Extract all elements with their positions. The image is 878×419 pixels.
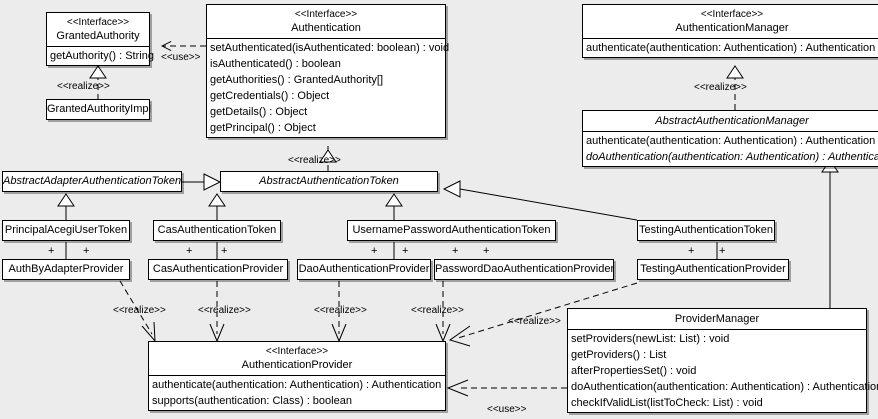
assoc-plus-marker: + — [452, 245, 459, 257]
edge-principalacegiusertoken-extends-abstractadapter — [57, 193, 75, 220]
assoc-plus-marker: + — [719, 245, 726, 257]
class-box-authentication-manager[interactable]: <<Interface>> AuthenticationManager auth… — [582, 4, 878, 58]
operation-row: checkIfValidList(listToCheck: List) : vo… — [571, 397, 763, 409]
operation-row: authenticate(authentication: Authenticat… — [586, 135, 876, 147]
stereotype-label: <<Interface>> — [294, 9, 358, 20]
class-box-username-password-authentication-token[interactable]: UsernamePasswordAuthenticationToken — [347, 220, 556, 241]
class-header-authentication-provider: <<Interface>> AuthenticationProvider — [149, 342, 445, 376]
class-header-granted-authority: <<Interface>> GrantedAuthority — [47, 13, 149, 47]
class-box-cas-authentication-token[interactable]: CasAuthenticationToken — [153, 220, 281, 241]
edge-label-use-granted-authority: <<use>> — [161, 52, 201, 63]
operation-row: getDetails() : Object — [210, 106, 308, 118]
operation-row: getAuthorities() : GrantedAuthority[] — [210, 74, 384, 86]
edge-testingauthenticationtoken-extends-abstractauthenticationtoken — [442, 180, 638, 221]
class-box-granted-authority-impl[interactable]: GrantedAuthorityImpl — [46, 99, 151, 120]
edge-usernamepasswordtoken-extends-abstractauthenticationtoken — [385, 193, 403, 220]
class-box-principal-acegi-user-token[interactable]: PrincipalAcegiUserToken — [2, 220, 130, 241]
edge-label-realize-auth-by-adapter: <<realize>> — [113, 305, 166, 316]
assoc-plus-marker: + — [48, 245, 55, 257]
edge-label-realize-dao-provider: <<realize>> — [314, 305, 367, 316]
class-operations-authentication-provider: authenticate(authentication: Authenticat… — [149, 376, 445, 410]
class-box-authentication-provider[interactable]: <<Interface>> AuthenticationProvider aut… — [148, 341, 446, 411]
class-operations-authentication: setAuthenticated(isAuthenticated: boolea… — [207, 39, 450, 137]
assoc-plus-marker: + — [688, 245, 695, 257]
class-operations-authentication-manager: authenticate(authentication: Authenticat… — [583, 39, 878, 57]
class-box-dao-authentication-provider[interactable]: DaoAuthenticationProvider — [297, 259, 431, 280]
class-name-label: AbstractAuthenticationManager — [655, 115, 809, 127]
class-name-label: GrantedAuthority — [56, 30, 140, 42]
operation-row: isAuthenticated() : boolean — [210, 58, 341, 70]
class-name-label: ProviderManager — [674, 313, 760, 325]
assoc-plus-marker: + — [186, 245, 193, 257]
assoc-plus-marker: + — [371, 245, 378, 257]
edge-providermanager-extends-abstractauthenticationmanager — [821, 159, 839, 308]
operation-row: getProviders() : List — [571, 349, 667, 361]
stereotype-label: <<Interface>> — [66, 17, 130, 28]
assoc-plus-marker: + — [483, 245, 490, 257]
class-box-cas-authentication-provider[interactable]: CasAuthenticationProvider — [148, 259, 288, 280]
class-box-auth-by-adapter-provider[interactable]: AuthByAdapterProvider — [2, 259, 130, 280]
class-operations-abstract-authentication-manager: authenticate(authentication: Authenticat… — [583, 132, 878, 166]
class-box-abstract-authentication-manager[interactable]: AbstractAuthenticationManager authentica… — [582, 110, 878, 167]
class-header-authentication: <<Interface>> Authentication — [207, 5, 445, 39]
class-box-provider-manager[interactable]: ProviderManager setProviders(newList: Li… — [567, 308, 878, 413]
edge-casauthenticationtoken-extends-abstractauthenticationtoken — [208, 193, 226, 220]
class-header-authentication-manager: <<Interface>> AuthenticationManager — [583, 5, 878, 39]
class-name-label: Authentication — [291, 22, 361, 34]
operation-row: authenticate(authentication: Authenticat… — [152, 379, 442, 391]
class-box-abstract-adapter-authentication-token[interactable]: AbstractAdapterAuthenticationToken — [2, 171, 182, 192]
assoc-plus-marker: + — [402, 245, 409, 257]
edge-label-realize-granted-authority-impl: <<realize>> — [57, 81, 110, 92]
edge-label-realize-cas-provider: <<realize>> — [198, 305, 251, 316]
operation-row: supports(authentication: Class) : boolea… — [152, 395, 352, 407]
operation-row: setProviders(newList: List) : void — [571, 333, 730, 345]
class-name-label: AuthenticationManager — [675, 22, 789, 34]
class-box-testing-authentication-provider[interactable]: TestingAuthenticationProvider — [637, 259, 789, 280]
edge-abstractadapter-extends-abstractauthenticationtoken — [182, 173, 222, 191]
class-header-provider-manager: ProviderManager — [568, 309, 866, 330]
class-box-granted-authority[interactable]: <<Interface>> GrantedAuthority getAuthor… — [46, 12, 154, 66]
assoc-plus-marker: + — [83, 245, 90, 257]
operation-row: afterPropertiesSet() : void — [571, 365, 697, 377]
class-operations-provider-manager: setProviders(newList: List) : void getPr… — [568, 330, 878, 412]
stereotype-label: <<Interface>> — [700, 9, 764, 20]
operation-row: doAuthentication(authentication: Authent… — [571, 381, 878, 393]
stereotype-label: <<Interface>> — [265, 346, 329, 357]
class-box-testing-authentication-token[interactable]: TestingAuthenticationToken — [637, 220, 775, 241]
edge-label-realize-abstract-authentication-token: <<realize>> — [288, 155, 341, 166]
operation-row: getAuthority() : String — [50, 50, 154, 62]
operation-row: doAuthentication(authentication: Authent… — [586, 151, 878, 163]
class-header-abstract-authentication-manager: AbstractAuthenticationManager — [583, 111, 878, 132]
edge-label-realize-provider-manager: <<realize>> — [508, 316, 561, 327]
edge-label-use-provider-manager: <<use>> — [487, 404, 527, 415]
class-box-abstract-authentication-token[interactable]: AbstractAuthenticationToken — [220, 171, 438, 192]
class-name-label: AuthenticationProvider — [241, 359, 353, 371]
operation-row: setAuthenticated(isAuthenticated: boolea… — [210, 42, 450, 54]
assoc-plus-marker: + — [221, 245, 228, 257]
class-operations-granted-authority: getAuthority() : String — [47, 47, 154, 65]
operation-row: getPrincipal() : Object — [210, 122, 316, 134]
edge-label-realize-password-dao-provider: <<realize>> — [411, 305, 464, 316]
class-box-authentication[interactable]: <<Interface>> Authentication setAuthenti… — [206, 4, 450, 138]
class-box-password-dao-authentication-provider[interactable]: PasswordDaoAuthenticationProvider — [434, 259, 614, 280]
edge-label-realize-abstract-authentication-manager: <<realize>> — [694, 82, 747, 93]
operation-row: authenticate(authentication: Authenticat… — [586, 42, 876, 54]
operation-row: getCredentials() : Object — [210, 90, 330, 102]
